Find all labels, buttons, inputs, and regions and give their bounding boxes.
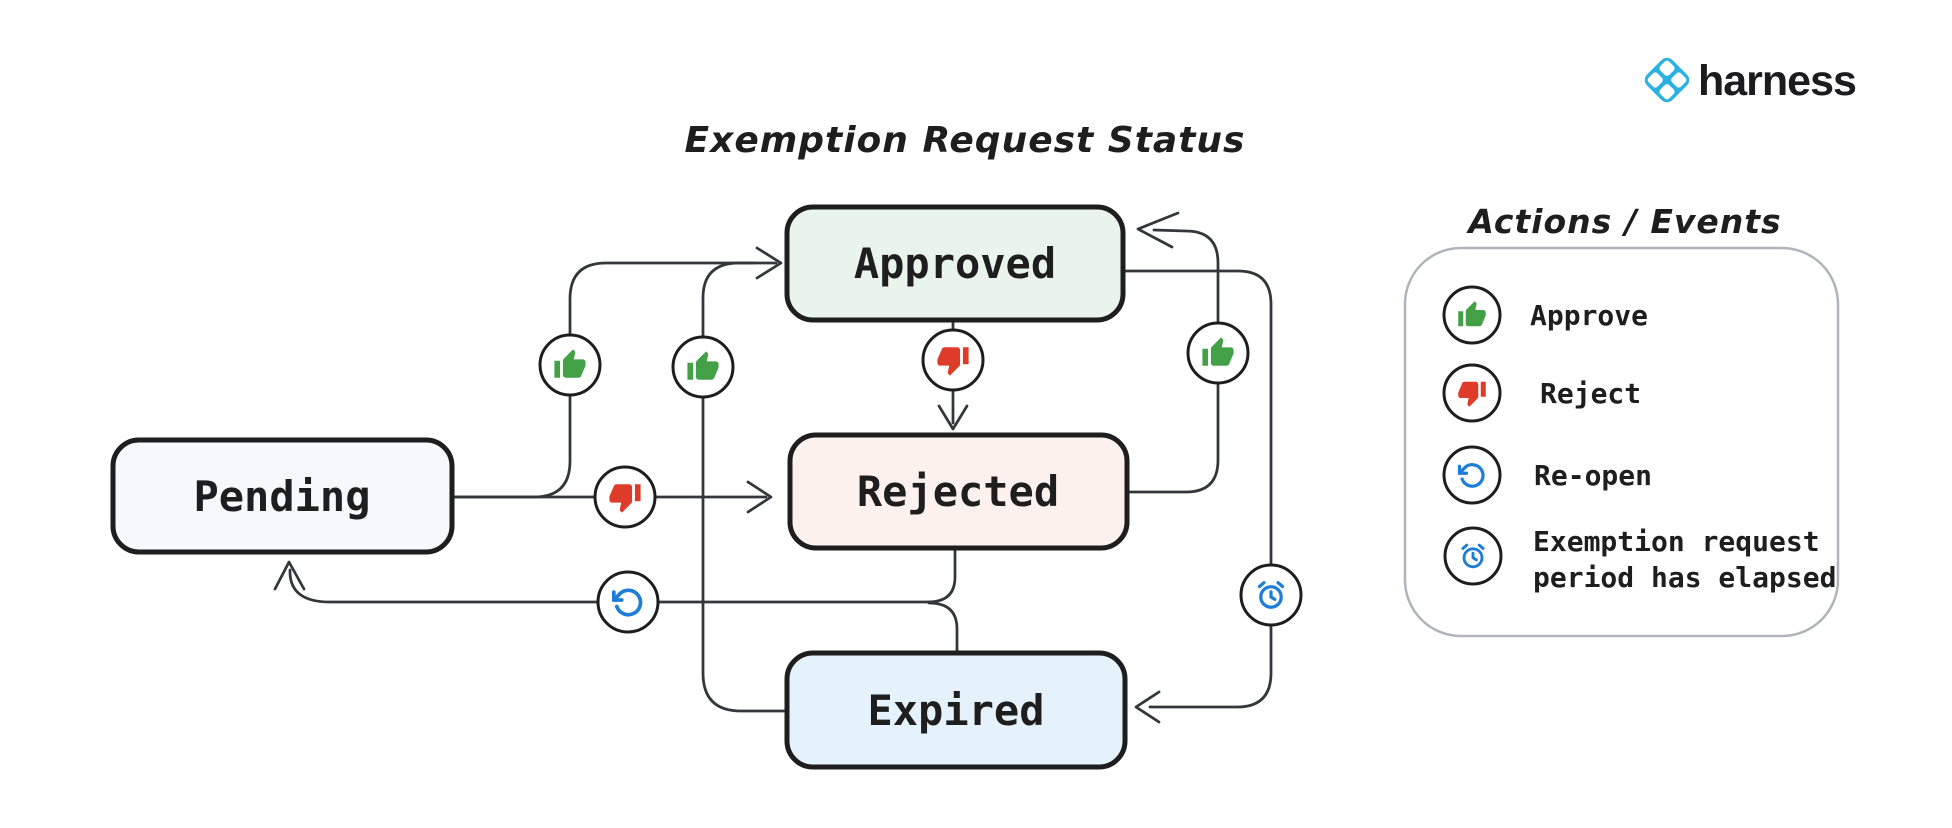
legend-label-period-line1: Exemption request <box>1533 525 1820 558</box>
legend-item-reject: Reject <box>1442 363 1641 423</box>
legend-box <box>1403 246 1840 638</box>
state-expired-label: Expired <box>867 686 1044 735</box>
badge-reopen <box>596 570 660 634</box>
arrow-expired-to-approved <box>701 261 789 713</box>
legend-label-approve: Approve <box>1530 299 1648 332</box>
state-rejected: Rejected <box>787 432 1130 551</box>
badge-reject-pending <box>593 465 657 529</box>
legend-item-approve: Approve <box>1442 285 1648 345</box>
legend-title: Actions / Events <box>1465 202 1781 241</box>
arrow-reopen-to-pending <box>273 548 959 653</box>
badge-approve-rejected <box>1186 321 1250 385</box>
legend-label-reject: Reject <box>1540 377 1641 410</box>
badge-period-elapsed <box>1239 563 1303 627</box>
legend-item-reopen: Re-open <box>1442 445 1652 505</box>
legend-label-reopen: Re-open <box>1534 459 1652 492</box>
arrow-approved-to-expired <box>1121 269 1273 724</box>
harness-logo: harness <box>1644 57 1857 105</box>
state-rejected-label: Rejected <box>857 467 1059 516</box>
legend: Actions / Events Approve Reject Re-open … <box>1403 202 1840 638</box>
state-expired: Expired <box>784 650 1128 770</box>
badge-reject-approved <box>921 328 985 392</box>
harness-logo-icon <box>1644 57 1690 103</box>
state-approved-label: Approved <box>854 239 1056 288</box>
legend-item-period-elapsed: Exemption request period has elapsed <box>1443 525 1836 594</box>
diagram-title: Exemption Request Status <box>685 120 1246 161</box>
badge-approve-expired <box>671 335 735 399</box>
state-pending: Pending <box>110 437 455 555</box>
badge-approve-pending <box>538 333 602 397</box>
state-pending-label: Pending <box>193 472 370 521</box>
harness-wordmark: harness <box>1698 57 1856 105</box>
legend-label-period-line2: period has elapsed <box>1533 561 1836 594</box>
state-approved: Approved <box>784 204 1126 323</box>
